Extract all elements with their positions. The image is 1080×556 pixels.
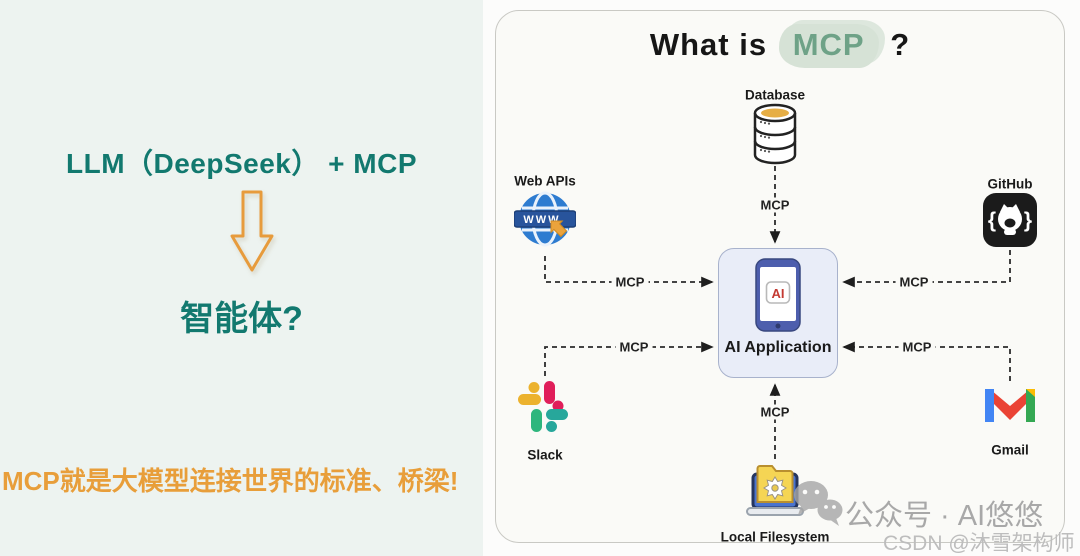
mcp-edge-label-github: MCP: [895, 274, 933, 290]
diagram-title: What is MCP ?: [495, 24, 1065, 68]
ai-application-label: AI Application: [724, 339, 832, 356]
database-label: Database: [744, 87, 806, 103]
github-label: GitHub: [987, 176, 1033, 192]
www-text: WWW: [523, 214, 560, 226]
left-panel: LLM（DeepSeek） + MCP 智能体? MCP就是大模型连接世界的标准…: [0, 0, 483, 556]
ai-badge-text: AI: [772, 286, 785, 301]
github-brace-right: }: [1024, 209, 1032, 232]
ai-application-node: AI AI Application: [718, 248, 838, 378]
github-brace-left: {: [988, 209, 996, 232]
result-text: 智能体?: [180, 300, 303, 338]
gmail-m-icon: [985, 389, 1035, 422]
mcp-edge-label-local-filesystem: MCP: [756, 404, 794, 420]
mcp-edge-label-database: MCP: [756, 197, 794, 213]
laptop-folder-gear-icon: [746, 465, 804, 516]
down-arrow-icon: [230, 190, 274, 272]
mcp-diagram-panel: What is MCP ? Database Web APIs: [483, 0, 1080, 556]
title-highlight-mcp: MCP: [778, 24, 879, 68]
title-suffix: ?: [890, 27, 911, 62]
slack-label: Slack: [527, 447, 563, 463]
gmail-label: Gmail: [991, 442, 1029, 458]
formula-text: LLM（DeepSeek） + MCP: [65, 148, 418, 179]
web-apis-label: Web APIs: [514, 173, 576, 189]
mcp-edge-label-slack: MCP: [615, 339, 653, 355]
slack-logo-icon: [518, 381, 568, 432]
mcp-edge-label-web-apis: MCP: [611, 274, 649, 290]
tagline-text: MCP就是大模型连接世界的标准、桥梁!: [2, 466, 459, 496]
watermark-account: 公众号 · AI悠悠: [845, 500, 1044, 532]
mcp-edge-label-gmail: MCP: [898, 339, 936, 355]
wechat-bubbles-icon: [794, 481, 843, 526]
database-cylinder-icon: [753, 103, 797, 165]
watermark-csdn: CSDN @沐雪架构师: [883, 532, 1075, 555]
local-filesystem-label: Local Filesystem: [720, 529, 830, 545]
globe-www-cursor-icon: WWW: [514, 191, 576, 247]
title-prefix: What is: [649, 27, 768, 62]
smartphone-icon: AI: [755, 258, 801, 332]
github-octocat-icon: { }: [983, 193, 1037, 247]
